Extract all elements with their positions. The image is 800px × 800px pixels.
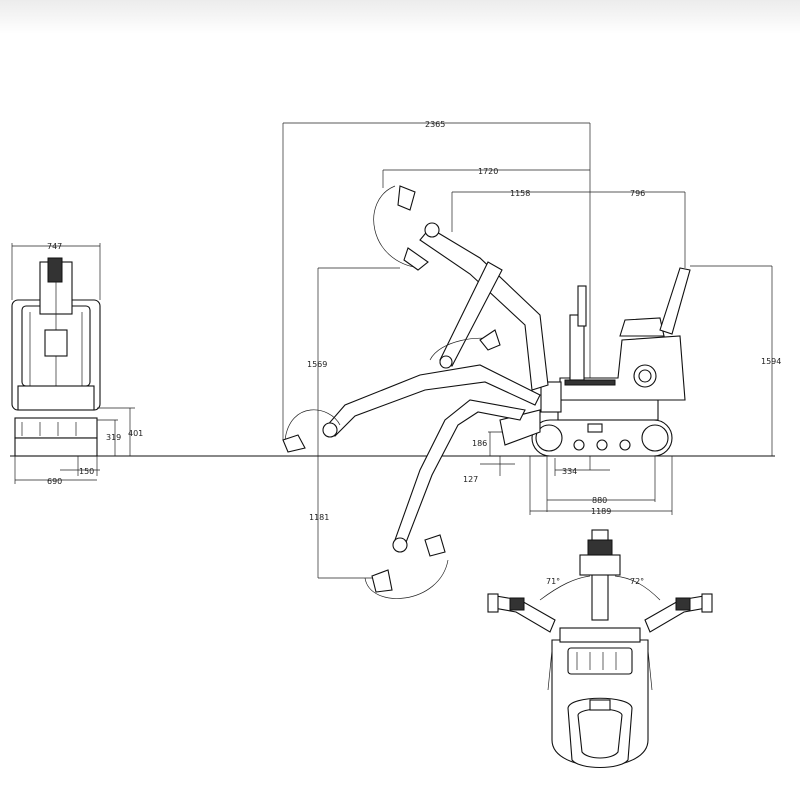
dim-ground-clearance: 334 [562,467,577,476]
dim-front-track-shoe: 150 [79,467,94,476]
dim-max-dig-depth: 1181 [309,513,329,522]
side-view-dimensions: 2365 1720 1158 796 1569 1181 1594 186 12… [282,120,781,579]
dim-front-blade-lift: 401 [128,429,143,438]
dim-blade-lift-height: 186 [472,439,487,448]
dim-boom-swing-reach: 1158 [510,189,530,198]
front-view: 747 319 401 150 690 [11,242,143,486]
dim-overall-height: 1594 [761,357,781,366]
dim-track-length: 1189 [591,507,611,516]
top-bar [0,0,800,34]
dim-max-dump-height: 1569 [307,360,327,369]
dim-front-width: 747 [47,242,62,251]
dim-right-swing-angle: 72° [630,577,644,586]
dim-max-reach: 2365 [425,120,445,129]
dim-left-swing-angle: 71° [546,577,560,586]
dim-tail-radius: 796 [630,189,645,198]
dim-front-track-width: 690 [47,477,62,486]
dim-blade-dig-depth: 127 [463,475,478,484]
top-view: 71° 72° [487,529,713,768]
dim-track-center-length: 880 [592,496,607,505]
dim-front-blade-height: 319 [106,433,121,442]
dim-max-dump-reach: 1720 [478,167,498,176]
side-view [282,185,691,599]
